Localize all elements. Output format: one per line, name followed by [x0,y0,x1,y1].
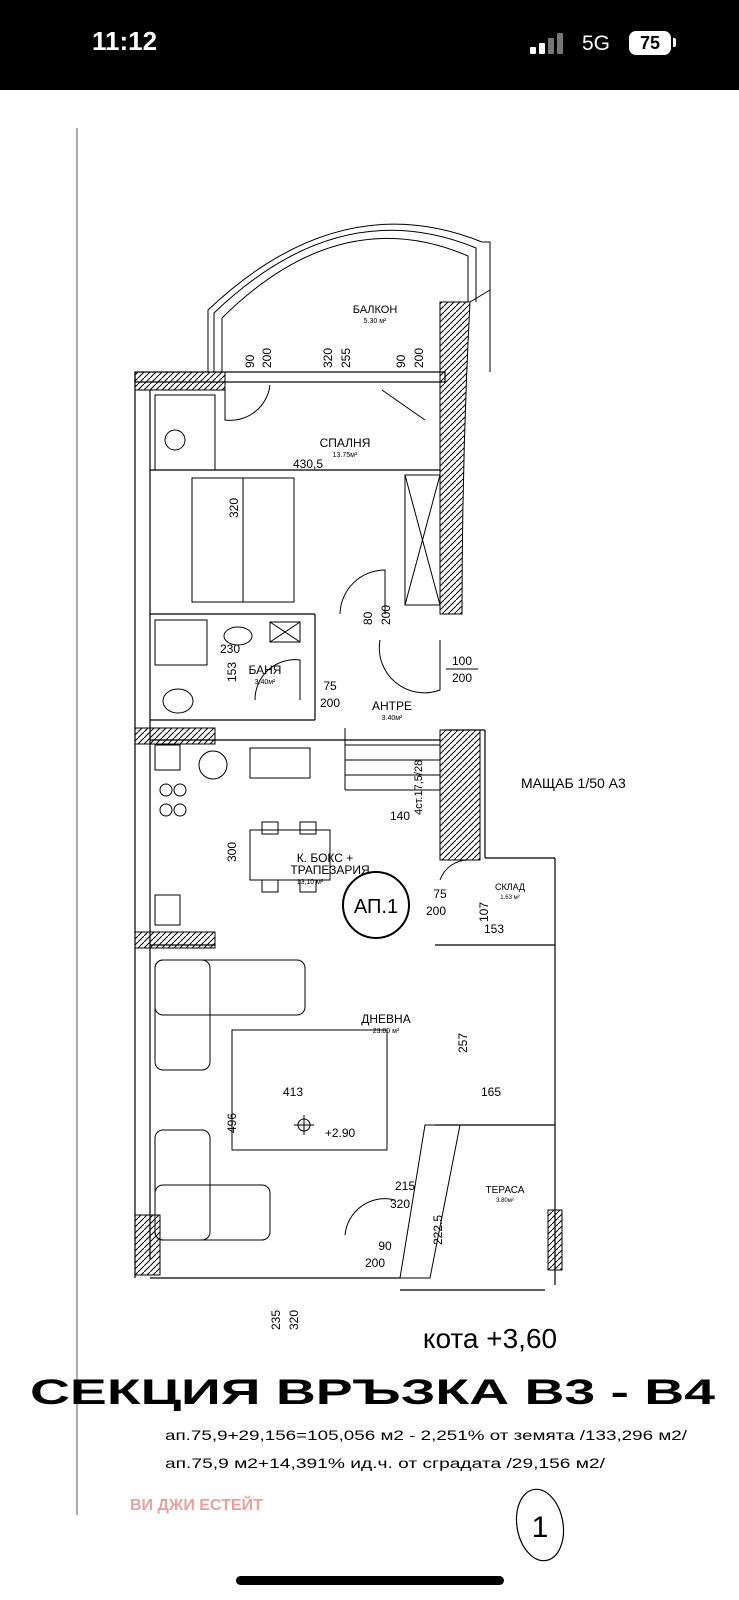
room-kitchen-name-2: ТРАПЕЗАРИЯ [290,863,369,877]
floor-plan: БАЛКОН 5.30 м² СПАЛНЯ 13.75м² 430,5 БАНЯ… [30,128,716,1562]
dim-320d: 320 [287,1310,301,1330]
balcony-outline [207,223,491,372]
document-view[interactable]: БАЛКОН 5.30 м² СПАЛНЯ 13.75м² 430,5 БАНЯ… [0,90,739,1600]
room-kitchen-name-1: К. БОКС + [297,851,354,865]
home-indicator[interactable] [236,1576,504,1585]
battery-tip [673,38,676,47]
dim-75b: 75 [433,887,447,901]
dim-153: 153 [225,662,239,682]
dim-200b: 200 [412,348,426,368]
dim-413: 413 [283,1085,303,1099]
clock: 11:12 [92,26,158,56]
dim-153b: 153 [484,922,504,936]
dim-75a: 75 [323,679,337,693]
dim-107: 107 [477,902,491,922]
dim-90b: 90 [394,354,408,368]
area-line-1: ап.75,9+29,156=105,056 м2 - 2,251% от зе… [165,1427,687,1443]
apartment-label: АП.1 [354,896,398,918]
page-mark-circle [515,1488,565,1562]
dim-215: 215 [395,1179,415,1193]
room-storage-name: СКЛАД [495,882,525,892]
dim-430: 430,5 [293,457,323,471]
dim-257: 257 [456,1033,470,1053]
scale-label: МАЩАБ 1/50 А3 [521,775,626,791]
room-hall-name: АНТРЕ [372,699,412,713]
dim-230: 230 [220,642,240,656]
stairs [344,728,440,791]
apartment-circle [342,871,410,939]
room-terrace-name: ТЕРАСА [486,1185,525,1196]
dim-496: 496 [225,1113,239,1133]
room-hall-area: 3.40м² [382,715,403,722]
stairs-label: 4ст.17,5/28 [413,760,425,815]
kota-label: кота +3,60 [423,1323,557,1354]
dim-100: 100 [452,654,472,668]
status-bar: 11:12 5G 75 [0,0,739,90]
dim-235: 235 [269,1310,283,1330]
dim-140: 140 [390,809,410,823]
dim-165: 165 [481,1085,501,1099]
dim-320c: 320 [390,1197,410,1211]
dim-200f: 200 [426,904,446,918]
dim-80: 80 [361,611,375,625]
room-balcony-name: БАЛКОН [353,304,398,316]
dim-200e: 200 [320,696,340,710]
company-watermark: ВИ ДЖИ ЕСТЕЙТ [130,1495,263,1514]
room-storage-area: 1.63 м² [500,895,519,901]
room-bath-area: 3.40м² [255,679,276,686]
dim-300: 300 [225,842,239,862]
signal-icon [530,32,570,54]
level-mark: +2.90 [325,1126,356,1140]
dim-200c: 200 [379,605,393,625]
furniture [154,394,461,1279]
dim-200a: 200 [260,348,274,368]
wall-hatch [134,371,226,391]
room-living-name: ДНЕВНА [361,1012,410,1026]
curved-wall [439,301,471,615]
battery-icon: 75 [629,31,671,55]
room-kitchen-area: 13,10 м² [297,879,324,886]
area-line-2: ап.75,9 м2+14,391% ид.ч. от сградата /29… [165,1455,605,1471]
battery-level: 75 [639,33,661,53]
room-bedroom-area: 13.75м² [333,452,358,459]
dim-222: 222.5 [431,1215,445,1245]
section-title: СЕКЦИЯ ВРЪЗКА В3 - В4 [30,1373,716,1412]
dim-320b: 320 [227,498,241,518]
dim-90c: 90 [378,1239,392,1253]
room-bedroom-name: СПАЛНЯ [320,436,371,450]
dim-320a: 320 [321,348,335,368]
doors [224,384,471,1236]
dim-90a: 90 [243,354,257,368]
room-terrace-area: 3.80м² [496,1198,514,1204]
network-type: 5G [582,32,611,55]
dim-255: 255 [339,348,353,368]
page-mark: 1 [532,1511,549,1544]
dim-200d: 200 [452,671,472,685]
walls [134,371,556,1291]
room-living-area: 23.80 м² [373,1028,400,1035]
room-bath-name: БАНЯ [249,663,282,677]
room-balcony-area: 5.30 м² [364,318,387,325]
dim-200g: 200 [365,1256,385,1270]
